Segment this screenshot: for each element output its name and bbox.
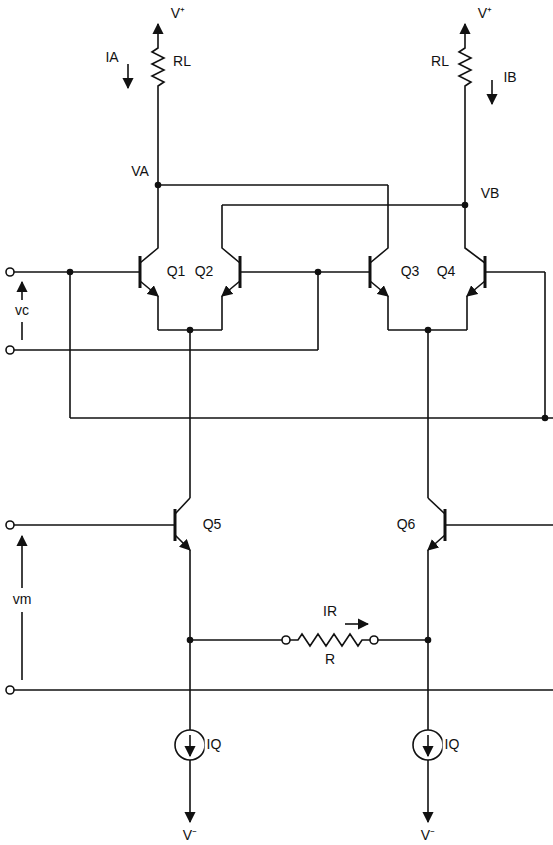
- current-label: IQ: [205, 737, 224, 752]
- supply-label: V⁺: [169, 6, 187, 21]
- current-arrow: [345, 623, 368, 625]
- transistor-label: Q4: [435, 264, 458, 279]
- wire: [466, 296, 468, 330]
- junction-dot: [188, 328, 193, 333]
- wire: [485, 271, 545, 273]
- resistor-symbol: [459, 40, 471, 205]
- transistor-label: Q3: [399, 264, 422, 279]
- resistor-symbol: [290, 634, 370, 646]
- wire: [427, 330, 429, 498]
- wire: [317, 272, 319, 350]
- transistor-symbol: [428, 535, 445, 550]
- terminal: [6, 268, 14, 276]
- wire: [14, 524, 175, 526]
- signal-label: vm: [11, 592, 34, 607]
- wire: [69, 272, 71, 418]
- voltage-arrow: [21, 612, 23, 680]
- resistor-symbol: [152, 40, 164, 185]
- current-label: IQ: [443, 737, 462, 752]
- transistor-symbol: [175, 498, 190, 514]
- supply-arrow: [157, 24, 159, 40]
- current-source: [427, 735, 429, 756]
- current-source: [413, 730, 443, 760]
- transistor-symbol: [370, 185, 388, 263]
- transistor-symbol: [222, 281, 240, 296]
- wire: [387, 296, 389, 330]
- resistor-label: RL: [429, 54, 451, 69]
- transistor-label: Q5: [201, 517, 224, 532]
- current-label: IR: [321, 604, 339, 619]
- terminal: [370, 636, 378, 644]
- wire: [14, 271, 140, 273]
- supply-arrow: [464, 24, 466, 40]
- current-source: [175, 730, 205, 760]
- resistor-label: R: [323, 652, 337, 667]
- wire: [14, 349, 318, 351]
- wire: [222, 204, 465, 206]
- current-source: [189, 735, 191, 756]
- supply-label: V⁺: [476, 6, 494, 21]
- wire: [221, 296, 223, 330]
- junction-dot: [426, 328, 431, 333]
- transistor-label: Q2: [193, 264, 216, 279]
- wire: [189, 330, 191, 498]
- terminal: [6, 686, 14, 694]
- supply-label: V⁻: [181, 828, 199, 843]
- wire: [190, 639, 282, 641]
- transistor-symbol: [370, 281, 388, 296]
- node-voltage-label: VB: [479, 186, 502, 201]
- transistor-symbol: [222, 205, 240, 263]
- terminal: [6, 346, 14, 354]
- wire: [378, 639, 428, 641]
- transistor-symbol: [175, 535, 190, 550]
- supply-arrow: [189, 760, 191, 822]
- transistor-symbol: [467, 281, 485, 296]
- transistor-symbol: [140, 185, 158, 263]
- current-arrow: [127, 64, 129, 88]
- voltage-arrow: [21, 322, 23, 340]
- wire: [70, 417, 553, 419]
- supply-arrow: [427, 760, 429, 822]
- transistor-symbol: [428, 498, 445, 514]
- resistor-label: RL: [171, 54, 193, 69]
- wire: [14, 689, 553, 691]
- node-voltage-label: VA: [129, 164, 151, 179]
- signal-label: vc: [13, 303, 31, 318]
- current-arrow: [491, 80, 493, 104]
- voltage-arrow: [21, 282, 23, 300]
- wire: [445, 524, 553, 526]
- junction-dot: [543, 416, 548, 421]
- transistor-symbol: [465, 205, 485, 263]
- transistor-label: Q1: [165, 264, 188, 279]
- wire: [158, 184, 388, 186]
- transistor-symbol: [140, 281, 158, 296]
- transistor-label: Q6: [395, 517, 418, 532]
- wire: [544, 272, 546, 418]
- terminal: [282, 636, 290, 644]
- current-label: IA: [103, 50, 120, 65]
- current-label: IB: [501, 70, 518, 85]
- supply-label: V⁻: [419, 828, 437, 843]
- wire: [240, 271, 370, 273]
- voltage-arrow: [21, 536, 23, 588]
- junction-dot: [426, 638, 431, 643]
- terminal: [6, 521, 14, 529]
- wire: [157, 296, 159, 330]
